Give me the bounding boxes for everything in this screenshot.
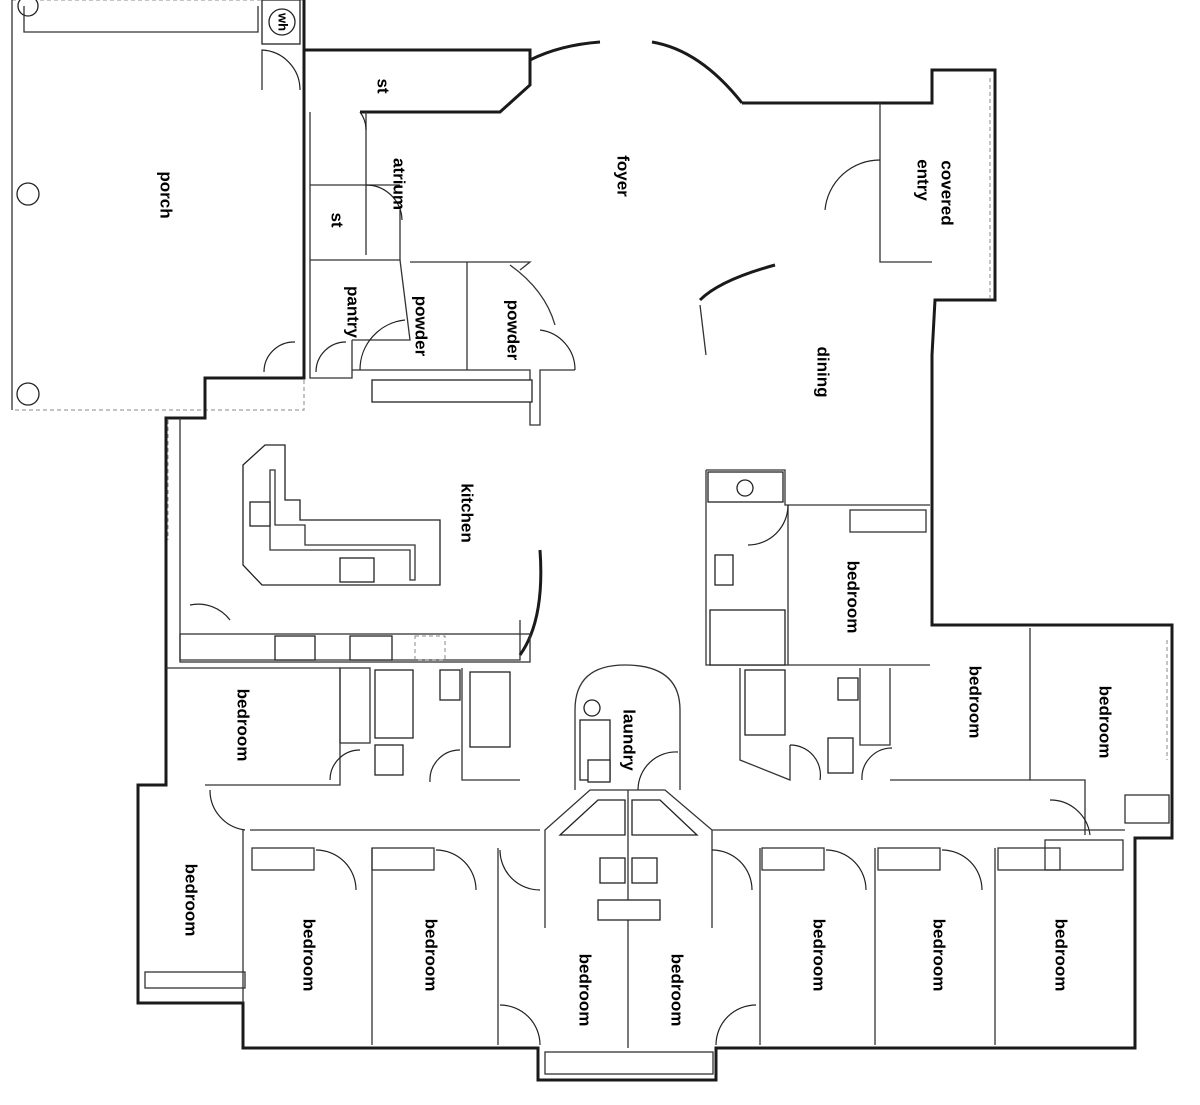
label-covered-entry-1: covered (938, 160, 957, 225)
sink (274, 635, 316, 661)
label-powder: powder (412, 296, 431, 357)
label-bedroom: bedroom (810, 919, 829, 992)
toilets (597, 899, 661, 921)
label-bedroom: bedroom (234, 689, 253, 762)
interior-walls (263, 78, 991, 426)
label-bedroom: bedroom (1096, 686, 1115, 759)
room-labels: porch wh st st atrium foyer covered entr… (157, 12, 1115, 1026)
label-foyer: foyer (614, 155, 633, 197)
dishwasher (349, 635, 393, 661)
label-storage: st (328, 212, 347, 227)
water-heater (268, 8, 296, 36)
label-bedroom: bedroom (576, 954, 595, 1027)
sink (631, 857, 658, 884)
porch-column (16, 382, 40, 406)
label-porch: porch (157, 171, 176, 218)
shower (744, 669, 786, 736)
label-storage: st (374, 78, 393, 93)
label-kitchen: kitchen (458, 483, 477, 543)
sink (599, 857, 626, 884)
toilet (837, 677, 859, 701)
toilet (439, 669, 461, 701)
label-bedroom: bedroom (668, 954, 687, 1027)
label-powder: powder (504, 300, 523, 361)
label-bedroom: bedroom (844, 561, 863, 634)
porch-column (17, 0, 39, 17)
shower (374, 669, 414, 739)
east-bedroom-suite (705, 469, 930, 781)
label-pantry: pantry (344, 286, 363, 339)
label-water-heater: wh (276, 12, 291, 31)
water-heater (583, 699, 601, 717)
west-bedroom-suite (166, 667, 520, 786)
cooktop (249, 501, 271, 527)
exterior-walls (136, 0, 1174, 1082)
washer (587, 759, 611, 783)
porch-column (16, 182, 40, 206)
sink (736, 479, 754, 497)
kitchen-area (167, 418, 543, 663)
label-bedroom: bedroom (1052, 919, 1071, 992)
shower (709, 609, 786, 666)
tub (469, 671, 511, 748)
label-bedroom: bedroom (966, 666, 985, 739)
range (339, 557, 375, 583)
laundry-area (574, 664, 681, 791)
label-dining: dining (814, 347, 833, 398)
shower (631, 799, 699, 836)
sink (827, 737, 854, 774)
label-atrium: atrium (390, 158, 409, 210)
east-bedrooms (890, 628, 1170, 836)
label-bedroom: bedroom (930, 919, 949, 992)
porch-area (11, 0, 305, 411)
door-swing (261, 49, 301, 91)
shower (558, 799, 626, 836)
south-bedrooms (144, 789, 1125, 1075)
toilet (714, 554, 734, 586)
center-baths (544, 789, 713, 930)
label-laundry: laundry (620, 709, 639, 771)
label-bedroom: bedroom (300, 919, 319, 992)
label-bedroom: bedroom (182, 864, 201, 937)
sink (374, 744, 404, 776)
label-covered-entry-2: entry (914, 159, 933, 201)
label-bedroom: bedroom (422, 919, 441, 992)
